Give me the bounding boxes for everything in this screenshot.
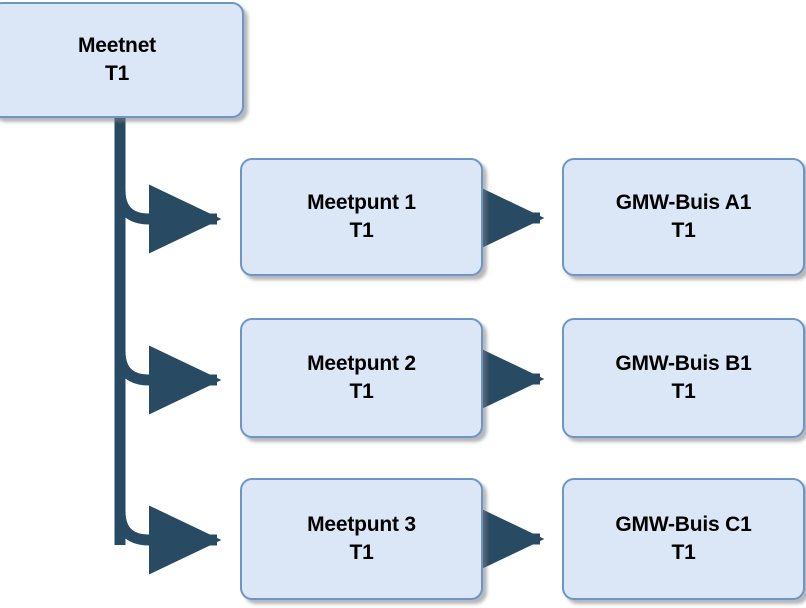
- node-meetpunt-1[interactable]: Meetpunt 1 T1: [240, 158, 483, 276]
- node-meetpunt-1-subtitle: T1: [349, 219, 374, 242]
- node-gmw-buis-b1-title: GMW-Buis B1: [615, 352, 752, 376]
- edge-meetnet-to-meetpunt-2: [114, 345, 222, 415]
- node-meetpunt-2-subtitle: T1: [349, 380, 374, 403]
- node-meetpunt-2[interactable]: Meetpunt 2 T1: [240, 318, 483, 438]
- node-gmw-buis-b1[interactable]: GMW-Buis B1 T1: [562, 318, 805, 438]
- node-gmw-buis-a1-subtitle: T1: [671, 219, 696, 242]
- node-gmw-buis-c1-title: GMW-Buis C1: [615, 513, 752, 537]
- edge-meetnet-to-meetpunt-1: [114, 184, 222, 254]
- node-gmw-buis-b1-subtitle: T1: [671, 380, 696, 403]
- node-meetpunt-1-title: Meetpunt 1: [307, 191, 416, 215]
- node-meetpunt-3-subtitle: T1: [349, 541, 374, 564]
- node-meetnet[interactable]: Meetnet T1: [0, 2, 244, 118]
- node-gmw-buis-a1-title: GMW-Buis A1: [615, 191, 752, 215]
- node-meetpunt-3-title: Meetpunt 3: [307, 513, 416, 537]
- node-meetpunt-3[interactable]: Meetpunt 3 T1: [240, 478, 483, 600]
- node-meetnet-title: Meetnet: [78, 34, 156, 58]
- node-gmw-buis-a1[interactable]: GMW-Buis A1 T1: [562, 158, 805, 276]
- edge-meetnet-to-meetpunt-3: [114, 505, 222, 575]
- node-gmw-buis-c1[interactable]: GMW-Buis C1 T1: [562, 478, 805, 600]
- node-meetpunt-2-title: Meetpunt 2: [307, 352, 416, 376]
- node-gmw-buis-c1-subtitle: T1: [671, 541, 696, 564]
- node-meetnet-subtitle: T1: [104, 62, 130, 85]
